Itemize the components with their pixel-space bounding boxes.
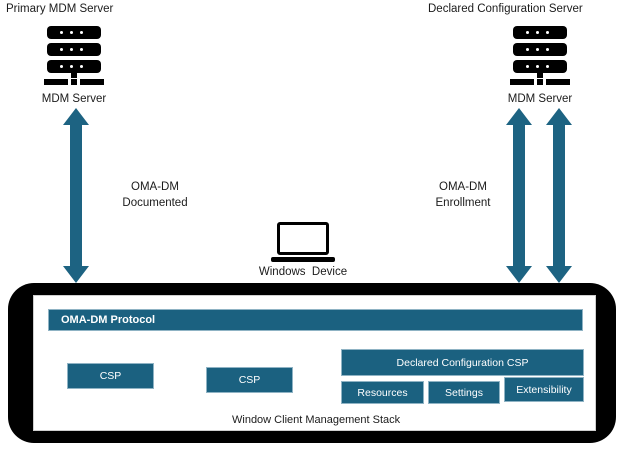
client-management-stack-inner: OMA-DM Protocol CSP CSP Declared Configu…: [33, 295, 596, 431]
sub-box-settings[interactable]: Settings: [428, 381, 500, 404]
declared-configuration-csp-box[interactable]: Declared Configuration CSP: [341, 349, 584, 376]
csp-box-left[interactable]: CSP: [67, 363, 154, 389]
oma-dm-enrollment-line2: Enrollment: [435, 197, 491, 209]
declared-configuration-server-title: Declared Configuration Server: [428, 3, 583, 15]
oma-dm-documented-line1: OMA-DM: [131, 181, 179, 193]
sub-box-resources[interactable]: Resources: [341, 381, 424, 404]
mdm-server-right-label: MDM Server: [507, 93, 573, 105]
oma-dm-enrollment-line1: OMA-DM: [439, 181, 487, 193]
laptop-icon: [271, 222, 335, 266]
client-management-stack-container: OMA-DM Protocol CSP CSP Declared Configu…: [8, 283, 616, 443]
oma-dm-enrollment-arrow-icon-2: [545, 108, 573, 283]
oma-dm-enrollment-arrow-icon-1: [505, 108, 533, 283]
server-rack-icon-right: [507, 26, 573, 88]
stack-caption: Window Client Management Stack: [232, 414, 401, 426]
oma-dm-documented-line2: Documented: [122, 197, 188, 209]
mdm-server-left-label: MDM Server: [41, 93, 107, 105]
sub-box-extensibility[interactable]: Extensibility: [504, 377, 584, 402]
windows-device-label: Windows Device: [258, 266, 348, 278]
oma-dm-protocol-bar[interactable]: OMA-DM Protocol: [48, 309, 583, 331]
server-rack-icon: [41, 26, 107, 88]
oma-dm-documented-arrow-icon: [62, 108, 90, 283]
csp-box-middle[interactable]: CSP: [206, 367, 293, 393]
primary-mdm-server-title: Primary MDM Server: [6, 3, 114, 15]
